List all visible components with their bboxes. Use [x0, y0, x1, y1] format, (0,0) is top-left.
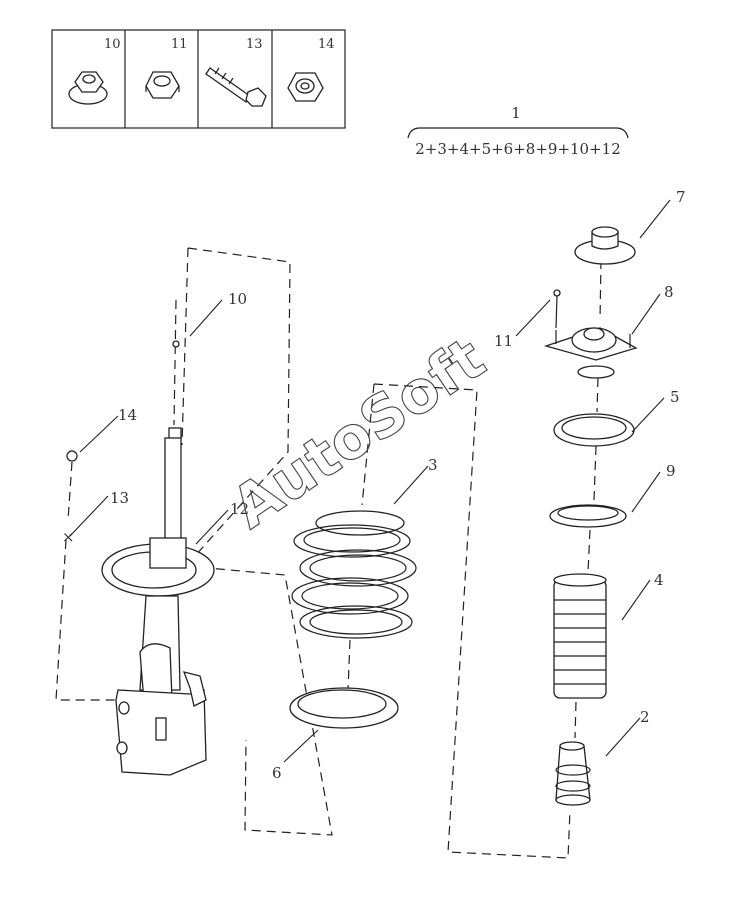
callout-6: 6 [272, 764, 282, 782]
assembly-components: 2+3+4+5+6+8+9+10+12 [415, 140, 621, 158]
spring-seat-upper [553, 413, 635, 447]
lower-spring-seat [289, 687, 399, 729]
callout-10: 10 [228, 290, 247, 308]
flange-nut-icon [68, 71, 108, 105]
callout-11: 11 [494, 332, 513, 350]
leader-lines [69, 199, 671, 763]
callout-4: 4 [654, 571, 664, 589]
nut-11-marker [553, 289, 561, 297]
callout-14: 14 [118, 406, 137, 424]
callout-9: 9 [666, 462, 676, 480]
inset-number-14: 14 [318, 37, 335, 52]
inset-number-13: 13 [246, 37, 263, 52]
inset-number-11: 11 [171, 37, 188, 52]
top-cap [574, 226, 636, 265]
callout-12: 12 [230, 500, 249, 518]
bolt-13-marker: × [62, 528, 75, 546]
assembly-number: 1 [511, 104, 521, 122]
watermark: AutoSoft [220, 324, 497, 542]
lock-nut-icon [287, 72, 324, 102]
inset-number-10: 10 [104, 37, 121, 52]
bearing [549, 504, 627, 528]
coil-spring [291, 510, 417, 639]
dust-boot [553, 573, 607, 699]
strut-assembly: × [62, 340, 215, 776]
parts-inset: 10 11 13 14 [51, 29, 346, 129]
callout-13: 13 [110, 489, 129, 507]
bolt-icon [205, 67, 267, 107]
nut-14-marker [66, 450, 78, 462]
callout-numbers: 7 8 11 10 5 9 14 13 3 12 4 2 6 [110, 188, 686, 782]
bump-stop [555, 741, 591, 806]
callout-7: 7 [676, 188, 686, 206]
callout-2: 2 [640, 708, 650, 726]
assembly-boundaries [55, 247, 602, 859]
assembly-formula: 1 2+3+4+5+6+8+9+10+12 [407, 104, 629, 158]
upper-mount [543, 327, 638, 379]
callout-8: 8 [664, 283, 674, 301]
hex-nut-icon [145, 71, 180, 99]
callout-3: 3 [428, 456, 438, 474]
nut-10-marker [172, 340, 180, 348]
callout-5: 5 [670, 388, 680, 406]
assembly-brace [407, 127, 629, 139]
